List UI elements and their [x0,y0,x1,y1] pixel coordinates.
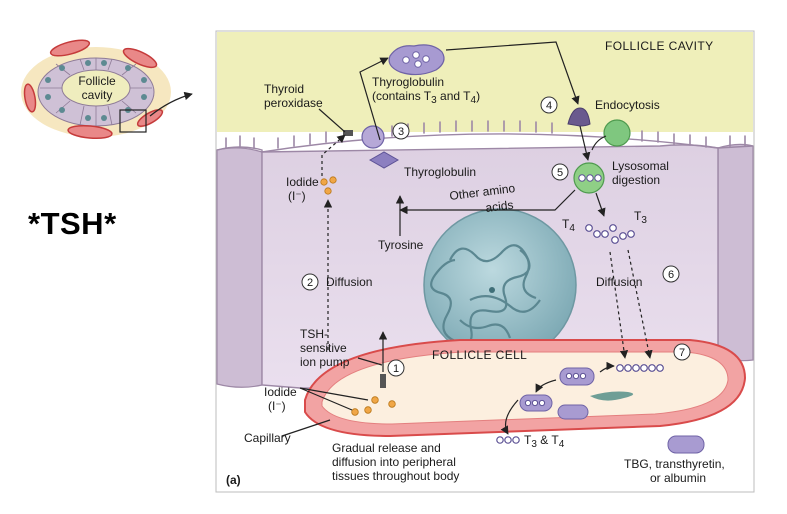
svg-text:1: 1 [393,363,399,375]
pointer-pump [357,357,383,366]
step-3: 3 [392,122,410,140]
chromatin [430,244,541,345]
step-6: 6 [662,265,680,283]
follicle-inset: Follicle cavity [21,39,193,140]
thyroglobulin-top-line1: Thyroglobulin [372,75,444,89]
pointer-capillary [281,419,331,437]
iodide-blood-line2: (I⁻) [268,399,286,413]
peroxidase-line2: peroxidase [264,96,323,110]
lysosome [603,119,631,147]
iodide-cell-line2: (I⁻) [288,189,306,203]
tsh-pump-line3: ion pump [300,355,350,369]
t4-label: T4 [562,217,575,234]
lysosomal-line2: digestion [612,173,660,187]
lysosomal-line1: Lysosomal [612,159,669,173]
svg-text:2: 2 [307,277,313,289]
tbg-line1: TBG, transthyretin, [624,457,725,471]
iodide-blood-line1: Iodide [264,385,297,399]
capillary-label: Capillary [244,431,291,445]
arrow-to-lysosome [579,125,591,161]
ion-pump [380,374,386,388]
inset-nuclei [45,60,147,121]
main-diagram: 1 2 3 4 5 6 7 FOLLICLE CAVITY FOLLICLE C… [215,30,755,493]
step-4: 4 [540,96,558,114]
arrow-to-endocytosis [445,41,580,105]
binding-proteins [519,367,595,420]
tsh-pump-line2: sensitive [300,341,347,355]
other-amino-line2: acids [485,198,515,215]
neighbour-cell-left [216,147,263,388]
tyrosine-label: Tyrosine [378,238,424,252]
neighbour-cell-right [717,143,754,362]
legend-protein-icon [667,435,705,454]
arrow-amino-acids [399,189,576,215]
step-7: 7 [673,343,691,361]
follicle-cavity-label: FOLLICLE CAVITY [605,39,713,53]
svg-text:5: 5 [557,167,563,179]
endocytosis-vesicle [567,107,591,127]
hormones-blood [616,364,664,372]
nucleolus [489,287,495,293]
arrow-lysosome-merge [591,135,607,151]
panel-label: (a) [226,473,241,487]
thyroglobulin-top-line2: (contains T3 and T4) [372,89,480,106]
follicle-cell-label: FOLLICLE CELL [432,348,527,362]
arrow-to-t4 [595,192,606,217]
nucleus [423,208,577,362]
inset-zoom-arrow [149,91,193,117]
thyroglobulin-cell [368,151,400,169]
exocytosis-vesicle [361,125,385,149]
arrow-diffusion-down-2 [627,249,653,359]
pointer-peroxidase [318,108,346,133]
follicle-cavity-area [217,32,753,132]
release-line2: diffusion into peripheral [332,455,456,469]
t3-label: T3 [634,209,647,226]
iodide-blood-dots [351,396,396,416]
svg-text:3: 3 [398,126,404,138]
released-hormones [496,436,520,444]
tsh-pump-line1: TSH- [300,327,328,341]
pointer-iodide [299,387,353,411]
diffusion-right-label: Diffusion [596,275,642,289]
thyroglobulin-label: Thyroglobulin [404,165,476,179]
arrow-iodide-peroxidase [321,134,346,176]
step-1: 1 [387,359,405,377]
inset-label-line1: Follicle [78,74,116,88]
step-2: 2 [301,273,319,291]
release-line1: Gradual release and [332,441,441,455]
thyroglobulin-colloid [388,44,445,76]
diffusion-left-label: Diffusion [326,275,372,289]
inset-capillaries [23,39,164,140]
svg-text:7: 7 [679,347,685,359]
arrow-release [500,399,519,435]
release-line3: tissues throughout body [332,469,459,483]
arrows [281,41,653,437]
tbg-line2: or albumin [650,471,706,485]
hormones-cell [585,224,635,244]
arrow-binding-1 [599,361,615,373]
lysosomal-digestion [573,162,605,194]
svg-text:4: 4 [546,100,552,112]
arrow-secretion [359,57,389,141]
peroxidase-line1: Thyroid [264,82,304,96]
endocytosis-label: Endocytosis [595,98,660,112]
iodide-cell-line1: Iodide [286,175,319,189]
step-markers: 1 2 3 4 5 6 7 [301,96,691,377]
tsh-title: *TSH* [28,206,117,241]
step-5: 5 [551,163,569,181]
pointer-iodide-2 [299,387,369,401]
iodide-cell-dots [320,176,337,195]
inset-label-line2: cavity [82,88,113,102]
endothelial-nucleus [590,391,634,401]
thyroid-peroxidase-enzyme [343,130,353,136]
arrow-binding-2 [535,379,557,393]
svg-text:6: 6 [668,269,674,281]
t3-t4-label: T3 & T4 [524,433,565,450]
inset-zoom-box [119,109,147,133]
